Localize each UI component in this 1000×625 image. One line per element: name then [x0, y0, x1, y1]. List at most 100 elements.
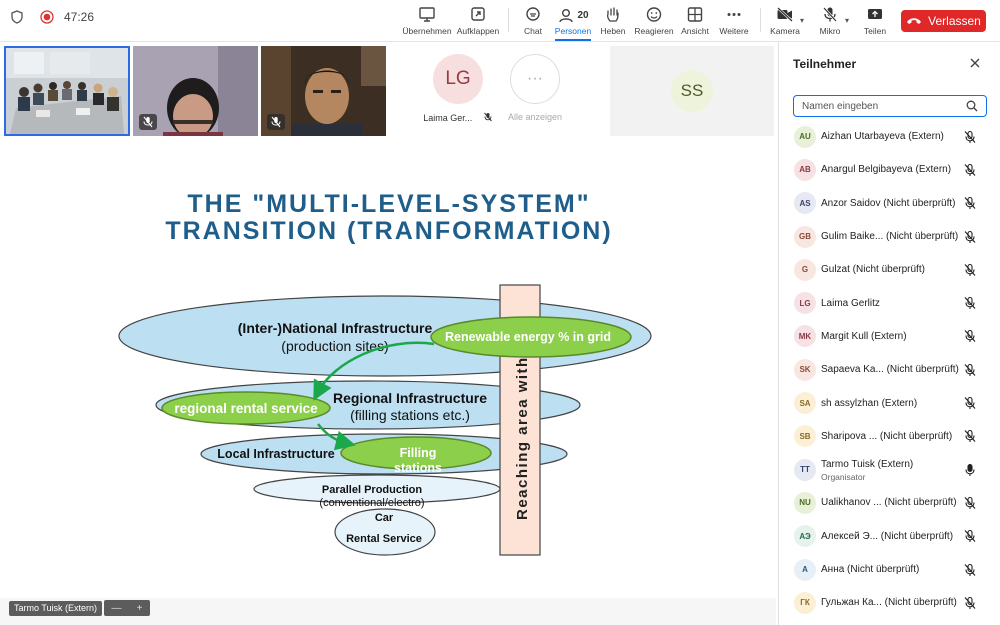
toolbar-label: Übernehmen [402, 26, 452, 36]
participant-name: Tarmo Tuisk (Extern) [821, 458, 914, 470]
toolbar-label: Heben [600, 26, 626, 36]
car-rental-ellipse [334, 508, 436, 556]
participant-tile-lg[interactable]: LG Laima Ger... [418, 54, 498, 123]
zoom-in-button[interactable]: + [136, 602, 143, 614]
mic-off-icon[interactable] [963, 329, 977, 343]
mic-off-icon[interactable] [963, 563, 977, 577]
avatar: АЭ [794, 525, 816, 548]
participant-video [261, 46, 386, 136]
video-tile-conference-room[interactable] [4, 46, 130, 136]
toolbar-more-button[interactable]: Weitere [706, 4, 762, 36]
recording-icon[interactable] [40, 10, 54, 24]
participant-row[interactable]: АЭ Алексей Э... (Nicht überprüft) [779, 520, 1000, 553]
zoom-out-button[interactable]: — [111, 602, 122, 614]
participant-name: Гульжан Ка... (Nicht überprüft) [821, 597, 957, 609]
toolbar-label: Weitere [719, 26, 749, 36]
participant-search-input[interactable] [802, 99, 960, 114]
toolbar-share-button[interactable]: Teilen [847, 4, 903, 36]
mic-off-icon[interactable] [963, 363, 977, 377]
participant-role: Organisator [821, 471, 866, 482]
conference-room-video [6, 48, 128, 134]
shared-screen: THE "MULTI-LEVEL-SYSTEM" TRANSITION (TRA… [4, 162, 774, 598]
mic-icon[interactable] [963, 463, 977, 477]
participant-name: Laima Gerlitz [821, 297, 880, 309]
avatar: G [794, 258, 816, 281]
toolbar-label: Reagieren [634, 26, 674, 36]
mic-off-icon[interactable] [963, 263, 977, 277]
muted-indicator [267, 114, 285, 130]
mic-off-icon [271, 116, 281, 128]
toolbar-react-button[interactable]: Reagieren [626, 4, 682, 36]
camera-options-chevron-icon[interactable]: ▾ [800, 16, 805, 25]
leave-meeting-button[interactable]: Verlassen [901, 10, 986, 32]
raise-hand-icon [606, 7, 619, 22]
avatar: SS [671, 70, 713, 112]
toolbar-label: Chat [524, 26, 542, 36]
mic-off-icon[interactable] [963, 230, 977, 244]
mic-off-icon[interactable] [963, 529, 977, 543]
avatar: SA [794, 392, 816, 415]
toolbar-expand-button[interactable]: Aufklappen [450, 4, 506, 36]
parallel-sub-label: (conventional/electro) [319, 497, 424, 509]
toolbar-chat-button[interactable]: Chat [505, 4, 561, 36]
toolbar-takeover-button[interactable]: Übernehmen [399, 4, 455, 36]
show-all-participants-button[interactable]: ··· Alle anzeigen [495, 54, 575, 122]
slide-title-line1: THE "MULTI-LEVEL-SYSTEM" [187, 190, 590, 218]
mic-off-icon[interactable] [963, 130, 977, 144]
avatar: TT [794, 458, 816, 481]
mic-off-icon[interactable] [963, 296, 977, 310]
toolbar-view-button[interactable]: Ansicht [667, 4, 723, 36]
more-icon [727, 13, 741, 16]
toolbar-label: Personen [554, 26, 592, 36]
video-tile-participant-woman[interactable] [133, 46, 258, 136]
participant-name: Анна (Nicht überprüft) [821, 564, 920, 575]
camera-off-icon [777, 7, 793, 22]
participant-search[interactable] [793, 95, 987, 117]
participant-tile-ss[interactable]: SS [610, 46, 774, 136]
mic-off-icon[interactable] [963, 396, 977, 410]
chat-icon [526, 7, 540, 21]
close-panel-button[interactable] [969, 56, 981, 72]
zoom-controls: — + [104, 600, 150, 616]
mic-off-icon[interactable] [963, 429, 977, 443]
national-label: (Inter-)National Infrastructure [238, 320, 433, 336]
mic-options-chevron-icon[interactable]: ▾ [845, 16, 850, 25]
toolbar-camera-button[interactable]: Kamera [757, 4, 813, 36]
participant-name: Алексей Э... (Nicht überprüft) [821, 530, 954, 542]
presenter-name-label: Tarmo Tuisk (Extern) [9, 601, 103, 616]
mic-off-icon[interactable] [963, 163, 977, 177]
avatar: AS [794, 192, 816, 215]
participant-row[interactable]: TT Tarmo Tuisk (Extern)Organisator [779, 453, 1000, 486]
video-tile-participant-man[interactable] [261, 46, 386, 136]
participant-row[interactable]: AS Anzor Saidov (Nicht überprüft) [779, 187, 1000, 220]
leave-label: Verlassen [928, 14, 981, 28]
toolbar-people-button[interactable]: 20 Personen [545, 4, 601, 41]
more-icon: ··· [510, 54, 560, 104]
participant-name: Anzor Saidov (Nicht überprüft) [821, 197, 956, 209]
smiley-icon [646, 7, 662, 22]
toolbar-raise-hand-button[interactable]: Heben [585, 4, 641, 36]
people-icon [559, 8, 574, 22]
expand-icon [471, 7, 485, 21]
mic-off-icon[interactable] [963, 196, 977, 210]
shield-icon[interactable] [10, 10, 24, 24]
local-label: Local Infrastructure [217, 447, 334, 461]
mic-off-icon[interactable] [963, 596, 977, 610]
toolbar-mic-button[interactable]: Mikro [802, 4, 858, 36]
close-icon [970, 58, 980, 68]
avatar: MK [794, 325, 816, 348]
mic-off-icon[interactable] [963, 496, 977, 510]
